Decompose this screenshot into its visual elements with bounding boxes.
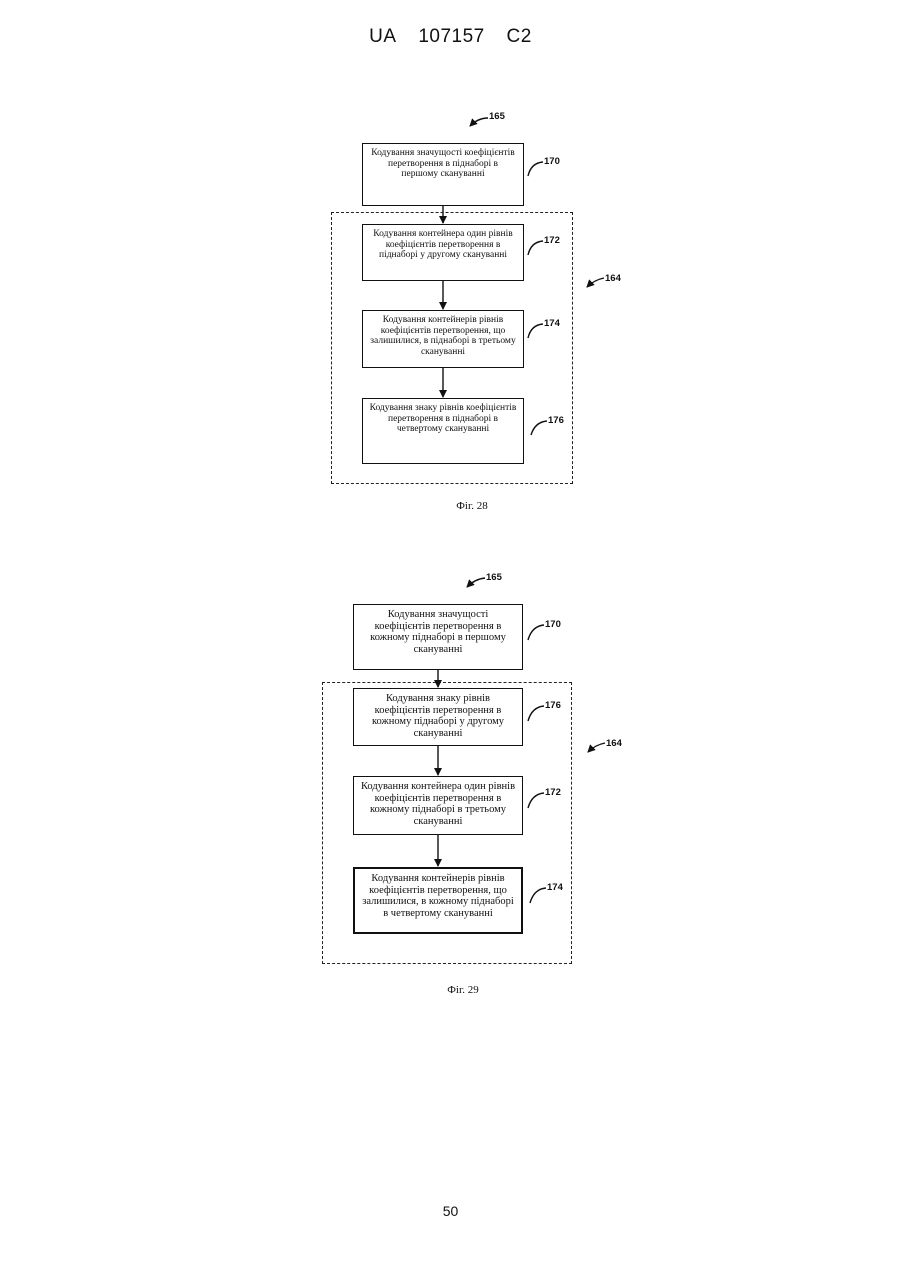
fig29-leader-164 bbox=[588, 743, 605, 752]
fig28-leader-164 bbox=[587, 278, 604, 287]
fig29-hook-176 bbox=[528, 706, 544, 721]
fig29-hook-172 bbox=[528, 793, 544, 808]
fig28-hook-172 bbox=[528, 241, 543, 255]
fig29-hook-170 bbox=[528, 625, 544, 640]
page-number: 50 bbox=[0, 1203, 901, 1219]
fig29-leader-165 bbox=[467, 578, 485, 587]
fig28-hook-174 bbox=[528, 324, 543, 338]
fig29-hook-174 bbox=[530, 888, 546, 903]
fig28-hook-170 bbox=[528, 162, 543, 176]
fig28-hook-176 bbox=[531, 421, 547, 435]
fig28-leader-165 bbox=[470, 118, 488, 126]
